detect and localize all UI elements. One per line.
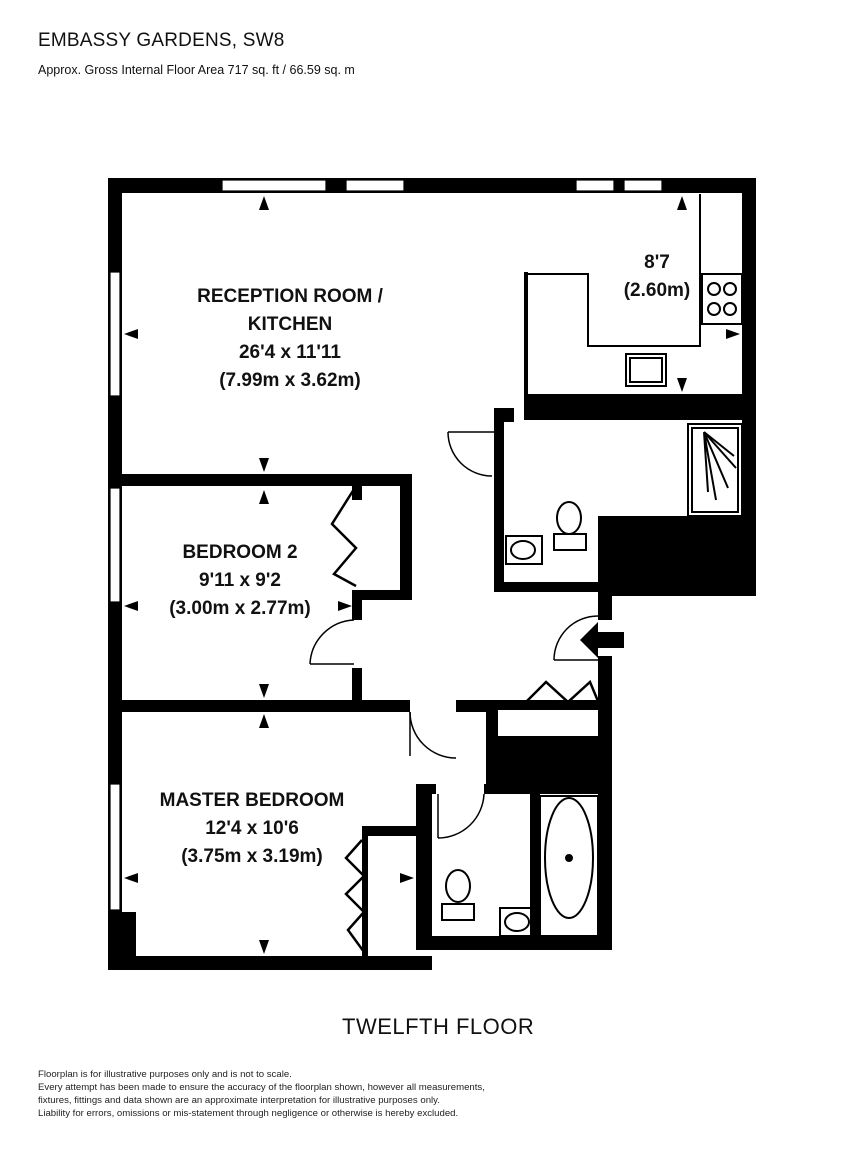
svg-text:(2.60m): (2.60m) — [624, 280, 691, 301]
disclaimer-line: Floorplan is for illustrative purposes o… — [38, 1069, 292, 1080]
entrance-arrow — [580, 622, 624, 658]
svg-text:(3.00m x 2.77m): (3.00m x 2.77m) — [169, 598, 311, 619]
dimension-arrows — [124, 196, 740, 954]
svg-text:26'4 x 11'11: 26'4 x 11'11 — [239, 342, 341, 363]
property-title: EMBASSY GARDENS, SW8 — [38, 30, 285, 51]
windows — [109, 179, 663, 911]
room-label-master: MASTER BEDROOM 12'4 x 10'6 (3.75m x 3.19… — [160, 790, 345, 867]
floor-label: TWELFTH FLOOR — [342, 1014, 535, 1039]
svg-text:KITCHEN: KITCHEN — [248, 314, 332, 335]
room-label-bedroom2: BEDROOM 2 9'11 x 9'2 (3.00m x 2.77m) — [169, 542, 311, 619]
floor-area-text: Approx. Gross Internal Floor Area 717 sq… — [38, 63, 355, 77]
svg-text:12'4 x 10'6: 12'4 x 10'6 — [205, 818, 299, 839]
disclaimer: Floorplan is for illustrative purposes o… — [38, 1068, 598, 1120]
svg-text:(7.99m x 3.62m): (7.99m x 3.62m) — [219, 370, 361, 391]
svg-text:9'11 x 9'2: 9'11 x 9'2 — [199, 570, 281, 591]
svg-text:RECEPTION ROOM /: RECEPTION ROOM / — [197, 286, 384, 307]
disclaimer-line: fixtures, fittings and data shown are an… — [38, 1095, 440, 1106]
svg-text:BEDROOM 2: BEDROOM 2 — [182, 542, 297, 563]
kitchen-counter — [525, 194, 743, 394]
svg-text:8'7: 8'7 — [644, 252, 670, 273]
svg-text:(3.75m x 3.19m): (3.75m x 3.19m) — [181, 846, 323, 867]
room-label-kitchen: 8'7 (2.60m) — [624, 252, 691, 301]
wardrobes — [330, 485, 602, 953]
doors — [309, 431, 599, 839]
master-bathroom-fixtures — [441, 795, 599, 937]
room-label-reception: RECEPTION ROOM / KITCHEN 26'4 x 11'11 (7… — [197, 286, 384, 391]
disclaimer-line: Every attempt has been made to ensure th… — [38, 1082, 485, 1093]
disclaimer-line: Liability for errors, omissions or mis-s… — [38, 1108, 459, 1119]
svg-text:MASTER BEDROOM: MASTER BEDROOM — [160, 790, 345, 811]
shower-room-fixtures — [505, 423, 743, 565]
